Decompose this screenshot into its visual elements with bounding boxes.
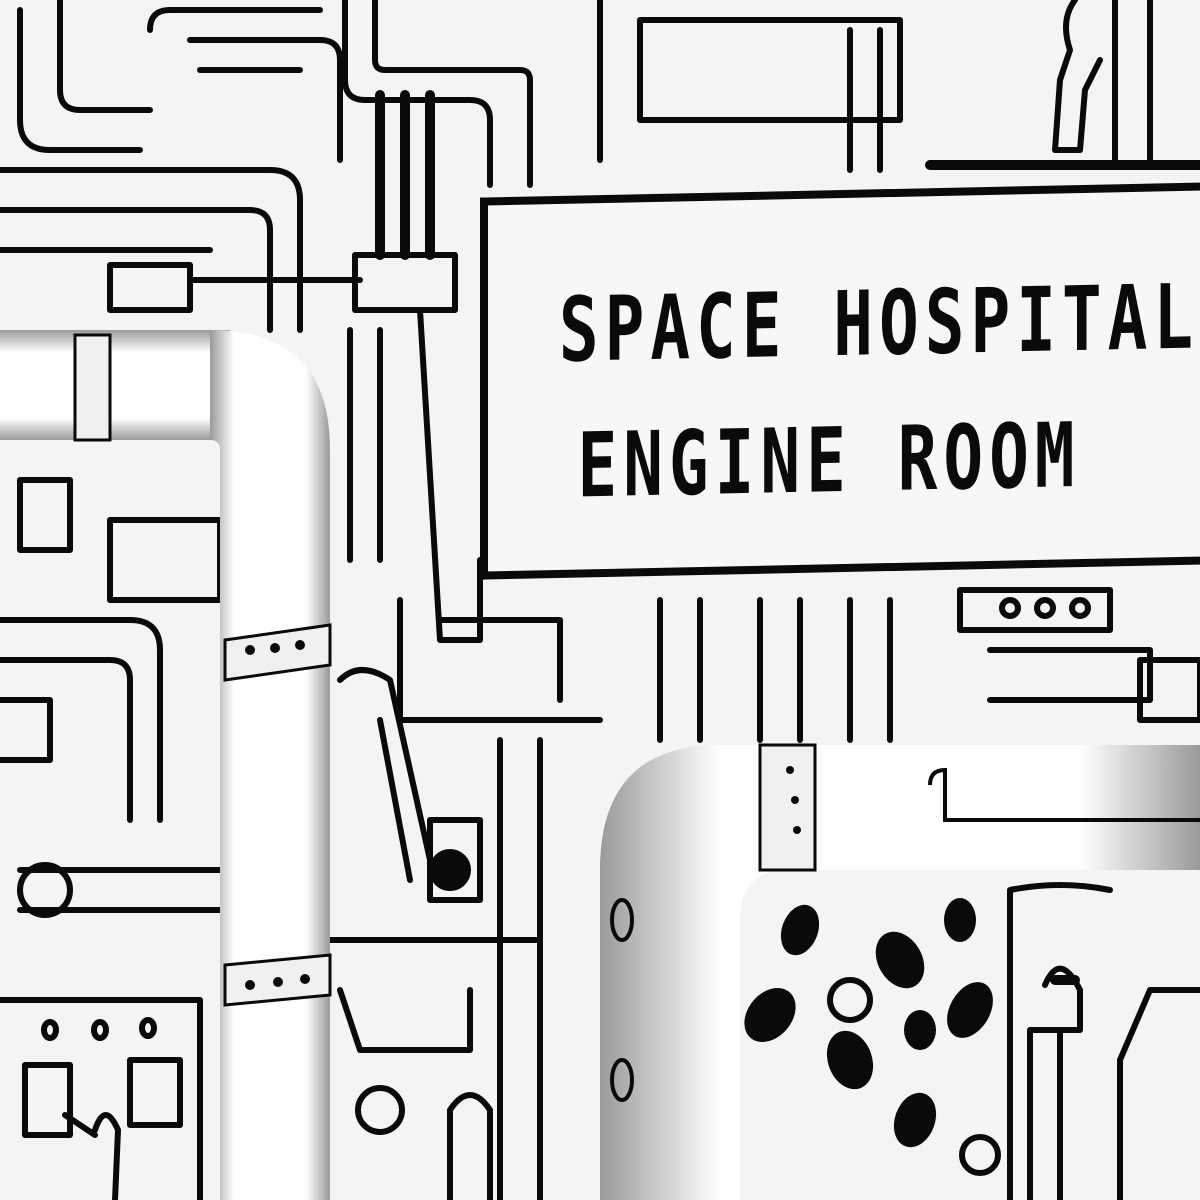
pipe-right	[600, 743, 1200, 1200]
title-line-2: ENGINE ROOM	[577, 403, 1081, 519]
pipe-left	[0, 330, 332, 1200]
title-line-1: SPACE HOSPITAL	[558, 265, 1200, 383]
title-sign: SPACE HOSPITAL ENGINE ROOM	[480, 182, 1200, 580]
